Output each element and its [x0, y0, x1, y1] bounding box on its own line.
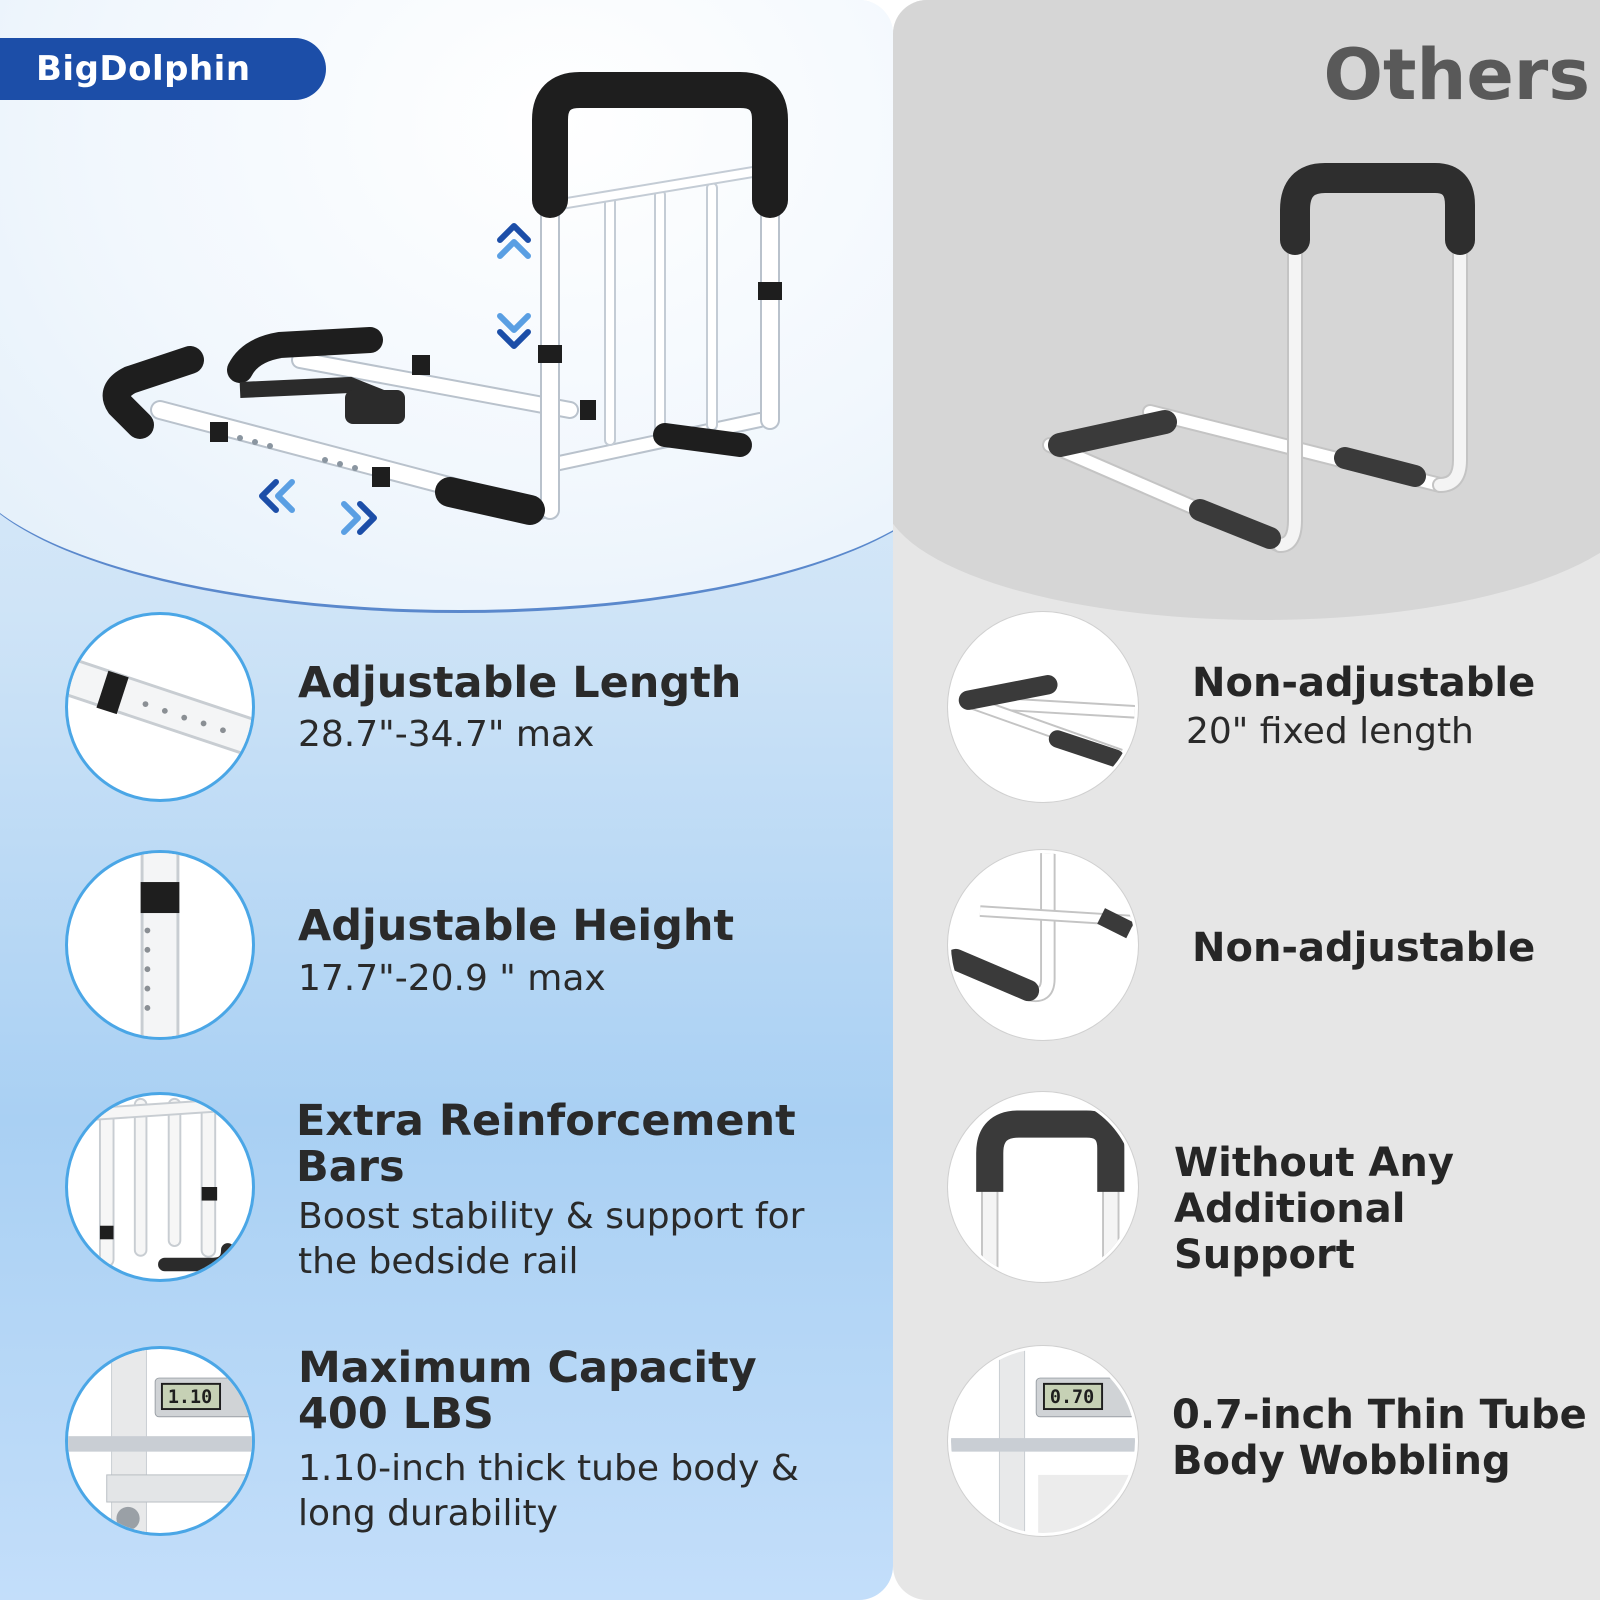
feature-subtitle: 17.7"-20.9 " max [298, 958, 606, 999]
double-chevron-right-icon [341, 501, 377, 535]
others-panel: Others [893, 0, 1600, 1600]
comparison-title: Without Any Additional Support [1174, 1140, 1454, 1278]
svg-text:0.70: 0.70 [1050, 1387, 1094, 1408]
svg-text:1.10: 1.10 [168, 1387, 212, 1408]
comparison-title: Non-adjustable [1192, 925, 1536, 971]
hero-background [893, 0, 1600, 620]
competitor-product-image [1040, 150, 1500, 570]
adjustable-length-detail-image [65, 612, 255, 802]
others-heading: Others [1323, 34, 1590, 116]
feature-title: Adjustable Height [298, 901, 735, 951]
adjustable-height-detail-image [65, 850, 255, 1040]
feature-subtitle: 28.7"-34.7" max [298, 714, 595, 755]
double-chevron-down-icon [497, 313, 531, 349]
fixed-length-detail-image [948, 612, 1138, 802]
feature-title: Adjustable Length [298, 658, 742, 708]
comparison-title: 0.7-inch Thin Tube Body Wobbling [1172, 1392, 1587, 1484]
thin-tube-detail-image: 0.70 [948, 1346, 1138, 1536]
comparison-title: Non-adjustable [1192, 660, 1536, 706]
feature-subtitle: Boost stability & support for the bedsid… [298, 1196, 805, 1282]
non-adjustable-height-detail-image [948, 850, 1138, 1040]
reinforcement-bars-detail-image [65, 1092, 255, 1282]
feature-title: Maximum Capacity 400 LBS [298, 1343, 757, 1439]
double-chevron-up-icon [497, 223, 531, 259]
double-chevron-left-icon [259, 479, 295, 513]
comparison-subtitle: 20" fixed length [1186, 711, 1474, 752]
no-support-bars-detail-image [948, 1092, 1138, 1282]
brand-panel: BigDolphin [0, 0, 893, 1600]
feature-subtitle: 1.10-inch thick tube body & long durabil… [298, 1448, 799, 1534]
tube-thickness-detail-image: 1.10 [65, 1346, 255, 1536]
feature-title: Extra Reinforcement Bars [296, 1096, 796, 1192]
brand-name: BigDolphin [36, 49, 251, 89]
product-image [100, 60, 820, 560]
brand-logo: BigDolphin [0, 38, 326, 100]
